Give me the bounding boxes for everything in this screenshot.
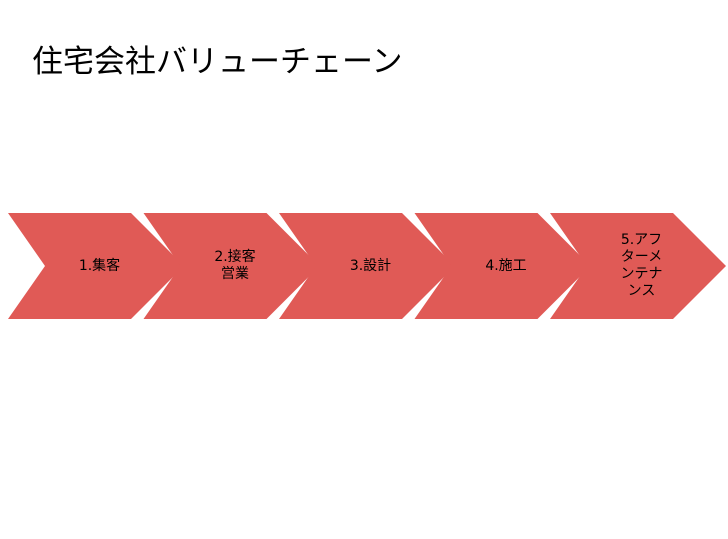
step-label-4: 4.施工: [485, 257, 527, 274]
step-label-5: 5.アフ ターメ ンテナ ンス: [620, 232, 663, 299]
chevron-step-1: [8, 213, 184, 319]
step-label-1: 1.集客: [78, 257, 121, 274]
step-label-3: 3.設計: [349, 257, 392, 274]
page-title: 住宅会社バリューチェーン: [32, 44, 403, 80]
step-label-2: 2.接客 営業: [214, 249, 256, 282]
chevron-step-3: [279, 213, 455, 319]
chevron-step-4: [414, 213, 591, 319]
chevron-step-2: [143, 213, 320, 319]
chevron-step-5: [550, 213, 726, 319]
